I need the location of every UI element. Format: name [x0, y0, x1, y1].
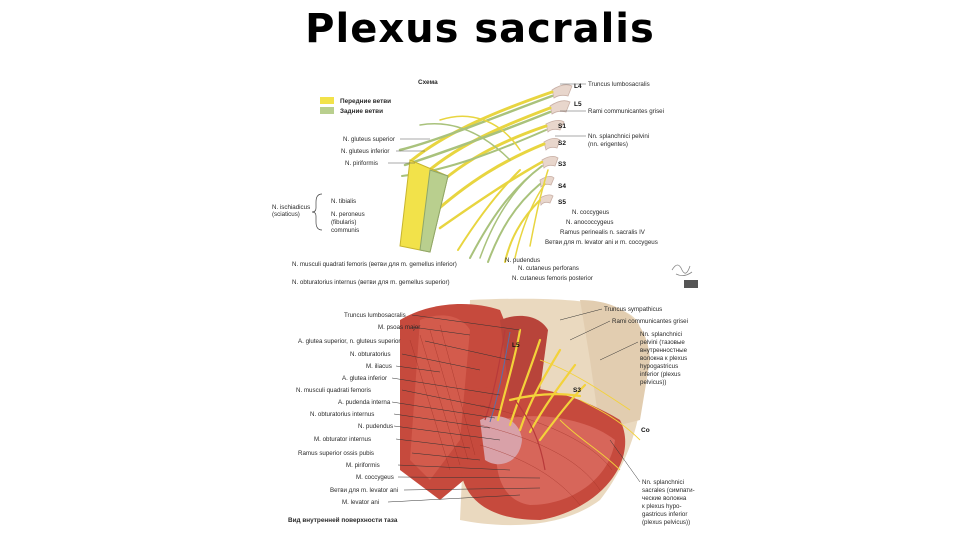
label: A. glutea superior, n. gluteus superior	[298, 338, 401, 345]
label: N. obturatorius internus (ветви для m. g…	[292, 279, 450, 286]
legend-label-anterior: Передние ветви	[340, 98, 391, 105]
schematic-bottom-labels: N. pudendus N. cutaneus perforans N. mus…	[292, 257, 593, 286]
svg-text:L5: L5	[512, 342, 520, 349]
label: N. ischiadicus	[272, 204, 310, 211]
label: N. cutaneus perforans	[518, 265, 579, 272]
label: hypogastricus	[640, 363, 678, 370]
label: N. anococcygeus	[566, 219, 613, 226]
label: Ramus superior ossis pubis	[298, 450, 374, 457]
label: (plexus pelvicus))	[642, 519, 690, 526]
label: N. pudendus	[505, 257, 540, 264]
label: N. obturatorius internus	[310, 411, 374, 418]
label: Rami communicantes grisei	[612, 318, 688, 325]
segment-label: L5	[574, 101, 582, 108]
segment-label: S1	[558, 123, 566, 130]
label: N. gluteus inferior	[341, 148, 390, 155]
label: A. glutea inferior	[342, 375, 387, 382]
artist-signature	[672, 265, 698, 288]
segment-label: S4	[558, 183, 566, 190]
label: Ramus perinealis n. sacralis IV	[560, 229, 646, 236]
label: communis	[331, 227, 359, 234]
label: Nn. splanchnici	[642, 479, 684, 486]
label: pelvicus))	[640, 379, 666, 386]
label: M. obturator internus	[314, 436, 371, 443]
segment-label: S2	[558, 140, 566, 147]
label: (sciaticus)	[272, 211, 300, 218]
label: N. musculi quadrati femoris	[296, 387, 371, 394]
label: Ветви для m. levator ani	[330, 487, 398, 494]
legend-swatch-anterior	[320, 97, 334, 104]
illustration-caption: Вид внутренней поверхности таза	[288, 516, 398, 524]
label: (fibularis)	[331, 219, 356, 226]
label: N. piriformis	[345, 160, 378, 167]
label: N. gluteus superior	[343, 136, 395, 143]
legend-swatch-posterior	[320, 107, 334, 114]
legend-label-posterior: Задние ветви	[340, 108, 383, 115]
label: ческие волокна	[642, 495, 687, 502]
pelvis-anatomy-illustration: L5 S3 Co Truncus lumbosacralis M. psoas …	[288, 299, 695, 526]
label: N. cutaneus femoris posterior	[512, 275, 593, 282]
label: pelvini (тазовые	[640, 339, 685, 346]
svg-text:Co: Co	[641, 427, 650, 434]
label: N. peroneus	[331, 211, 365, 218]
label: Nn. splanchnici	[640, 331, 682, 338]
segment-label: S5	[558, 199, 566, 206]
schematic-heading: Схема	[418, 79, 438, 86]
segment-label: S3	[558, 161, 566, 168]
label: Truncus sympathicus	[604, 306, 662, 313]
label: N. coccygeus	[572, 209, 609, 216]
label: M. levator ani	[342, 499, 379, 506]
label: внутренностные	[640, 347, 688, 354]
label: M. iliacus	[366, 363, 392, 370]
label: gastricus inferior	[642, 511, 687, 518]
label: Rami communicantes grisei	[588, 108, 664, 115]
label: Truncus lumbosacralis	[344, 312, 406, 319]
svg-text:S3: S3	[573, 387, 581, 394]
label: inferior (plexus	[640, 371, 681, 378]
label: (nn. erigentes)	[588, 141, 628, 148]
label: N. pudendus	[358, 423, 393, 430]
label: Nn. splanchnici pelvini	[588, 133, 649, 140]
label: M. coccygeus	[356, 474, 394, 481]
label: M. piriformis	[346, 462, 380, 469]
label: N. obturatorius	[350, 351, 391, 358]
sciatic-nerve-trunk	[400, 160, 448, 252]
schematic-diagram: Схема Передние ветви Задние ветви	[272, 79, 698, 288]
label: N. musculi quadrati femoris (ветви для m…	[292, 261, 457, 268]
label: волокна к plexus	[640, 355, 687, 362]
label: A. pudenda interna	[338, 399, 391, 406]
label: N. tibialis	[331, 198, 356, 205]
label: к plexus hypo-	[642, 503, 682, 510]
label: Truncus lumbosacralis	[588, 81, 650, 88]
label: Ветви для m. levator ani и m. coccygeus	[545, 239, 658, 246]
label: sacrales (симпати-	[642, 487, 695, 494]
